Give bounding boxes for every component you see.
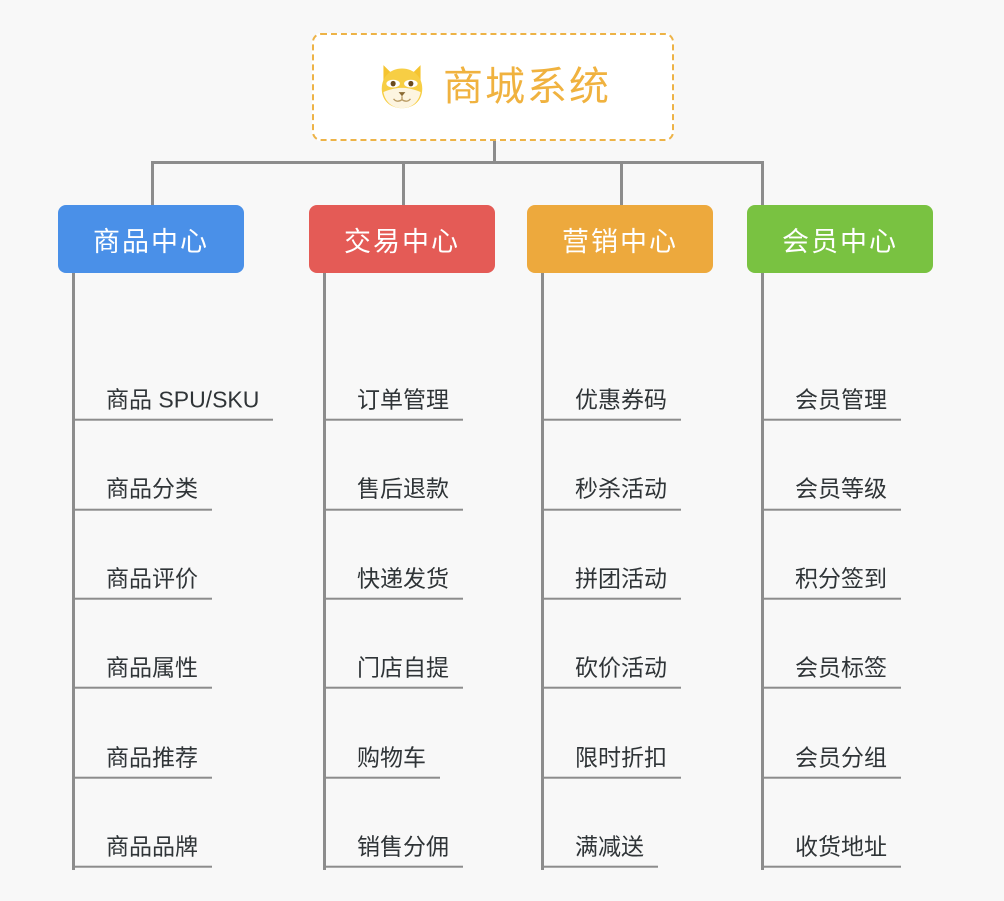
leaf-label: 限时折扣 <box>541 745 681 779</box>
leaf-label: 门店自提 <box>323 655 463 690</box>
branch-column-4: 会员中心会员管理会员等级积分签到会员标签会员分组收货地址 <box>747 205 933 870</box>
leaf-label: 购物车 <box>323 745 440 779</box>
leaf-label: 订单管理 <box>323 387 463 421</box>
leaf-label: 会员等级 <box>761 476 901 511</box>
leaf-label: 积分签到 <box>761 566 901 600</box>
leaf-label: 优惠券码 <box>541 387 681 421</box>
leaf-label: 会员标签 <box>761 655 901 690</box>
leaf-label: 会员管理 <box>761 387 901 421</box>
branch-spine-3 <box>541 273 544 870</box>
leaf-label: 商品分类 <box>72 476 212 511</box>
root-node[interactable]: 商城系统 <box>312 33 674 141</box>
leaf-label: 商品属性 <box>72 655 212 690</box>
branch-header-4[interactable]: 会员中心 <box>747 205 933 273</box>
leaf-label: 砍价活动 <box>541 655 681 690</box>
branch-spine-2 <box>323 273 326 870</box>
leaf-label: 快递发货 <box>323 566 463 600</box>
connector-horizontal-bus <box>151 161 764 164</box>
leaf-label: 商品推荐 <box>72 745 212 779</box>
leaf-label: 售后退款 <box>323 476 463 511</box>
leaf-label: 商品评价 <box>72 566 212 600</box>
branch-header-3[interactable]: 营销中心 <box>527 205 713 273</box>
connector-drop-1 <box>151 161 154 205</box>
branch-spine-1 <box>72 273 75 870</box>
root-title: 商城系统 <box>443 65 611 109</box>
branch-column-3: 营销中心优惠券码秒杀活动拼团活动砍价活动限时折扣满减送 <box>527 205 713 870</box>
leaf-label: 秒杀活动 <box>541 476 681 511</box>
leaf-label: 商品 SPU/SKU <box>72 387 274 421</box>
connector-drop-2 <box>402 161 405 205</box>
shiba-dog-face-icon <box>381 65 423 109</box>
branch-header-1[interactable]: 商品中心 <box>58 205 244 273</box>
connector-drop-3 <box>620 161 623 205</box>
connector-root-stem <box>493 141 496 163</box>
connector-drop-4 <box>761 161 764 205</box>
branch-spine-4 <box>761 273 764 870</box>
branch-header-2[interactable]: 交易中心 <box>309 205 495 273</box>
branch-column-2: 交易中心订单管理售后退款快递发货门店自提购物车销售分佣 <box>309 205 495 870</box>
leaf-label: 会员分组 <box>761 745 901 779</box>
leaf-label: 拼团活动 <box>541 566 681 600</box>
